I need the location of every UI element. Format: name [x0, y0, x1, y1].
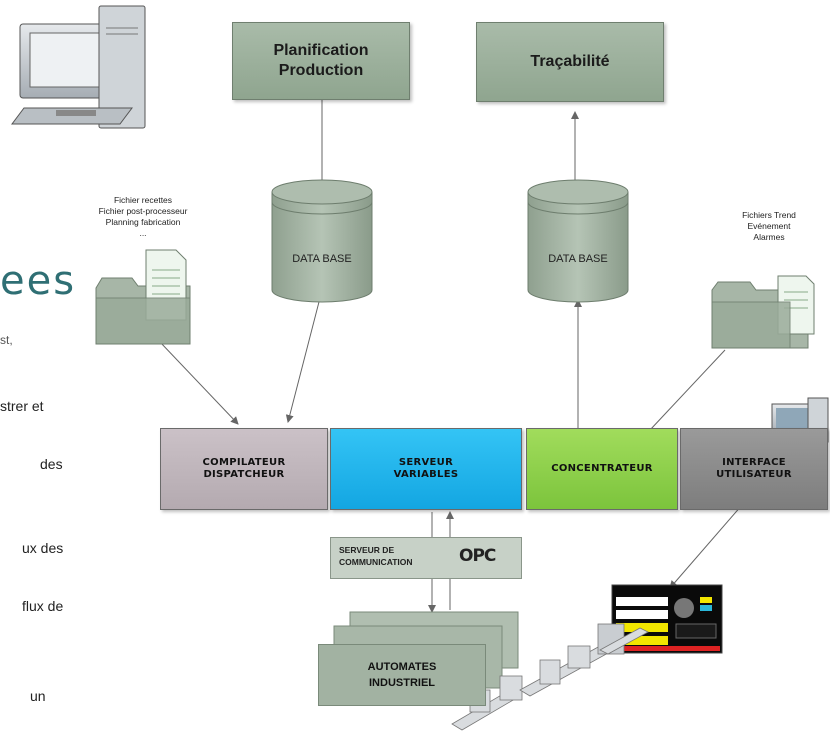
opc-logo-text: OPC [459, 546, 496, 566]
interface-module: INTERFACE UTILISATEUR [680, 428, 828, 510]
body-line-6: un [30, 688, 46, 704]
computer-icon [11, 5, 146, 129]
body-line-5: flux de [22, 598, 64, 614]
database-right: DATA BASE [527, 179, 629, 303]
concentrateur-label: CONCENTRATEUR [551, 463, 653, 474]
planification-box: Planification Production [232, 22, 410, 100]
database-right-label: DATA BASE [548, 253, 608, 265]
opc-logo: OPC [459, 546, 519, 572]
communication-label: SERVEUR DE COMMUNICATION [339, 545, 413, 567]
connectors [159, 100, 743, 613]
concentrateur-module: CONCENTRATEUR [526, 428, 678, 510]
folder-left-icon [95, 249, 191, 345]
production-line-illustration [451, 623, 649, 731]
tracabilite-box: Traçabilité [476, 22, 664, 102]
database-left: DATA BASE [271, 179, 373, 303]
folder-right-icon [711, 275, 815, 349]
files-left-caption: Fichier recettes Fichier post-processeur… [98, 195, 188, 238]
body-line-1: st, [0, 333, 13, 347]
serveur-variables-module: SERVEUR VARIABLES [330, 428, 522, 510]
body-line-2: strer et [0, 398, 44, 414]
communication-server-box: SERVEUR DE COMMUNICATION OPC [330, 537, 522, 579]
serveur-variables-label: SERVEUR VARIABLES [393, 457, 459, 480]
compilateur-label: COMPILATEUR DISPATCHEUR [202, 457, 286, 480]
compilateur-module: COMPILATEUR DISPATCHEUR [160, 428, 328, 510]
automates-box: AUTOMATES INDUSTRIEL [318, 644, 486, 706]
database-left-label: DATA BASE [292, 253, 352, 265]
body-line-4: ux des [22, 540, 64, 556]
heading-fragment: ees [0, 258, 77, 304]
files-right-caption: Fichiers Trend Evénement Alarmes [742, 210, 796, 242]
automates-label: AUTOMATES INDUSTRIEL [367, 661, 437, 689]
interface-label: INTERFACE UTILISATEUR [716, 457, 792, 480]
body-line-3: des [40, 456, 63, 472]
